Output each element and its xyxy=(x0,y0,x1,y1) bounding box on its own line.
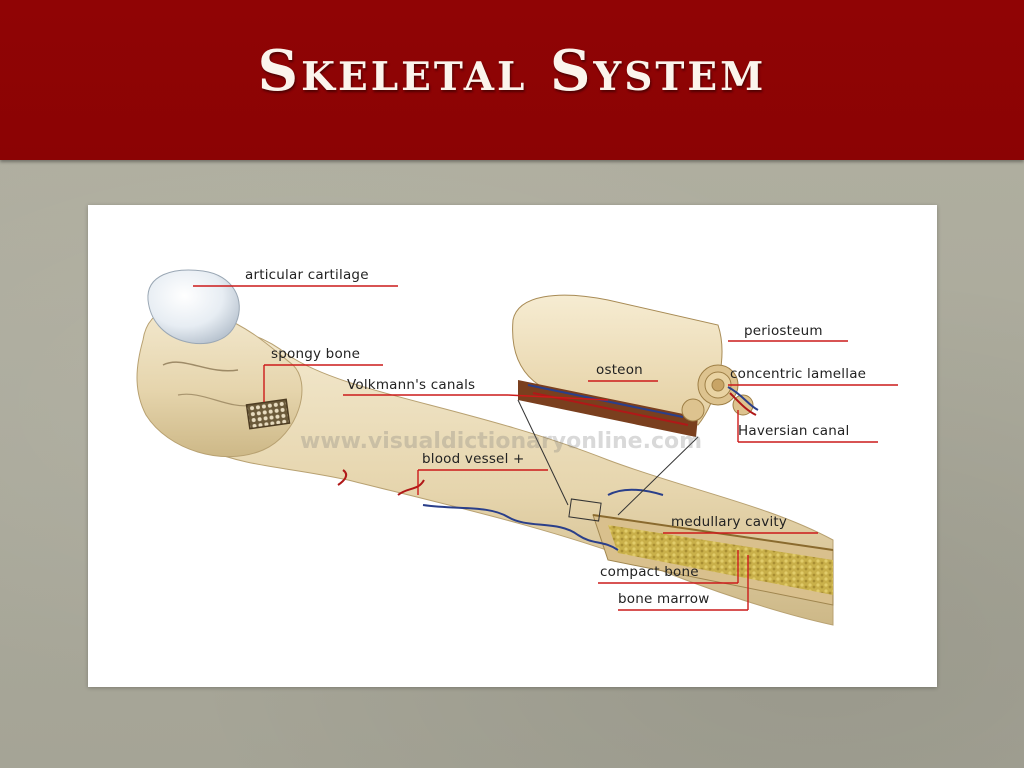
bone-diagram: www.visualdictionaryonline.com articular… xyxy=(88,205,937,687)
label-blood-vessel: blood vessel + xyxy=(422,451,525,467)
label-spongy-bone: spongy bone xyxy=(271,346,361,362)
articular-cartilage-shape xyxy=(147,269,240,344)
label-osteon: osteon xyxy=(596,362,643,378)
title-bar: Skeletal System xyxy=(0,0,1024,160)
label-articular-cartilage: articular cartilage xyxy=(245,267,369,283)
label-haversian-canal: Haversian canal xyxy=(738,423,850,439)
label-bone-marrow: bone marrow xyxy=(618,591,710,607)
blood-vessel-blue xyxy=(422,504,619,551)
label-concentric-lamellae: concentric lamellae xyxy=(730,366,867,382)
haversian-vessels xyxy=(727,386,759,411)
leader-lines xyxy=(193,285,898,611)
label-compact-bone: compact bone xyxy=(600,564,699,580)
slide-title: Skeletal System xyxy=(257,38,767,104)
blood-vessel-red xyxy=(337,469,348,486)
bone-illustration xyxy=(136,269,898,626)
label-periosteum: periosteum xyxy=(744,323,823,339)
label-volkmanns-canals: Volkmann's canals xyxy=(347,377,476,393)
label-medullary-cavity: medullary cavity xyxy=(671,514,788,530)
watermark: www.visualdictionaryonline.com xyxy=(300,429,703,454)
spongy-bone-window xyxy=(245,398,291,430)
